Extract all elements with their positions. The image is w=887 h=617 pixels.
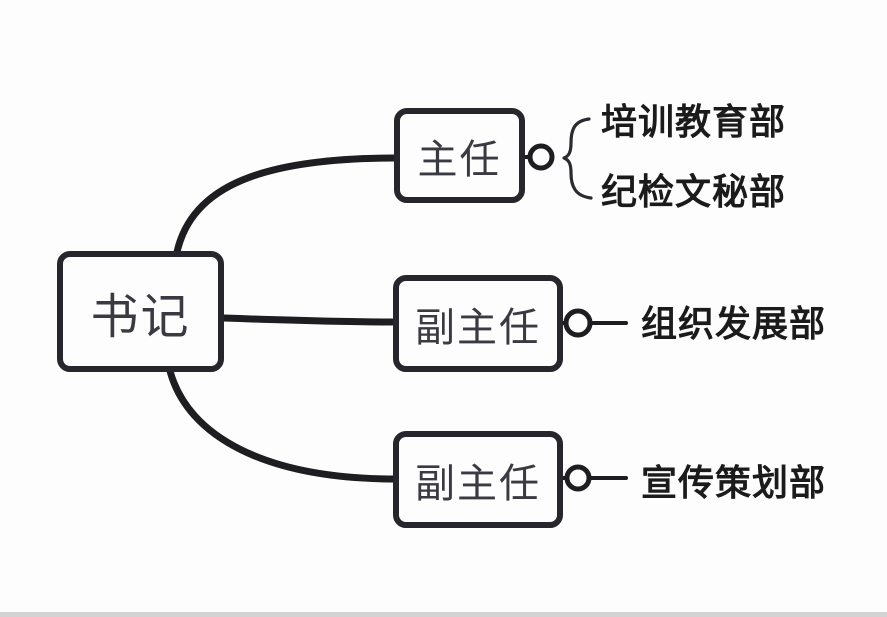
- link-root-to-deputy1: [220, 314, 396, 326]
- node-director-label: 主任: [417, 137, 502, 182]
- photo-bottom-edge: [0, 612, 887, 617]
- dept-organization-development: 组织发展部: [641, 303, 827, 344]
- node-deputy-director-2: 副主任: [393, 431, 563, 528]
- link-root-to-deputy2: [166, 367, 400, 483]
- brace-director-departments: [562, 117, 593, 200]
- node-deputy-director-2-label: 副主任: [415, 461, 541, 506]
- dept-discipline-secretarial: 纪检文秘部: [601, 171, 787, 212]
- node-secretary-label: 书记: [90, 290, 191, 344]
- dept-training-education: 培训教育部: [601, 101, 787, 142]
- link-root-to-director: [173, 154, 400, 256]
- node-director: 主任: [394, 108, 525, 203]
- node-deputy-director-1: 副主任: [393, 275, 563, 372]
- connector-circle-deputy1: [563, 308, 593, 338]
- dept-publicity-planning: 宣传策划部: [641, 462, 827, 503]
- node-secretary: 书记: [57, 251, 224, 372]
- connector-circle-director: [527, 143, 555, 171]
- node-deputy-director-1-label: 副主任: [415, 305, 541, 350]
- connector-circle-deputy2: [564, 464, 592, 492]
